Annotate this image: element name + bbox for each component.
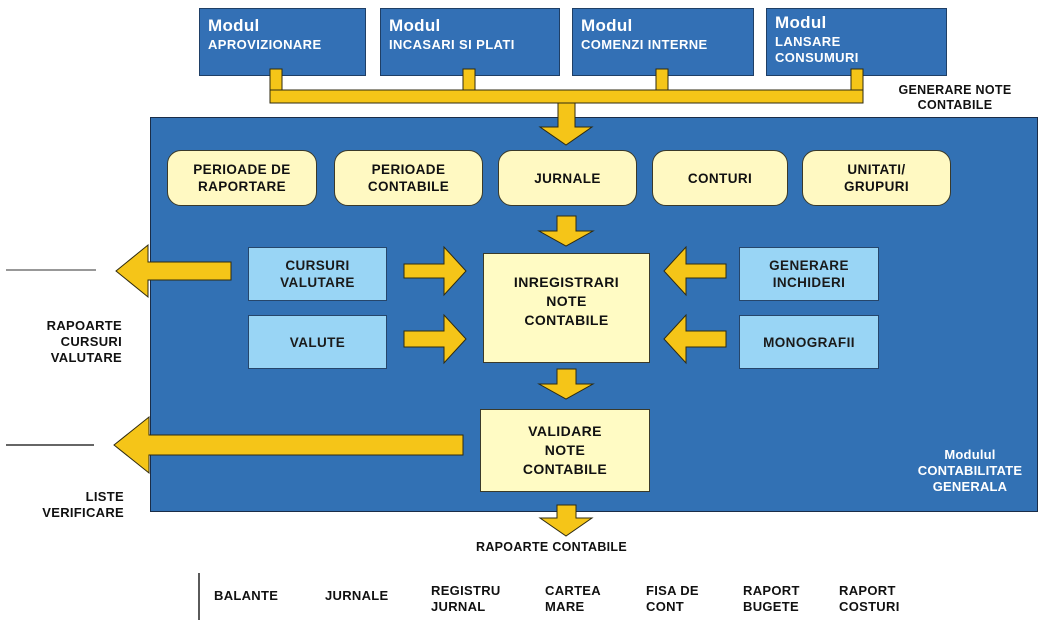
config-unitati-grupuri[interactable]: UNITATI/ GRUPURI bbox=[802, 150, 951, 206]
generare-note-contabile-label: GENERARE NOTE CONTABILE bbox=[898, 83, 1012, 112]
liste-verificare-label: LISTE VERIFICARE bbox=[42, 489, 124, 520]
modulul-contabilitate-generala-label: Modulul CONTABILITATE GENERALA bbox=[917, 447, 1023, 494]
module-aprovizionare[interactable]: Modul APROVIZIONARE bbox=[199, 8, 366, 76]
arrow-down-to-inregistrari bbox=[537, 215, 595, 247]
module-name: APROVIZIONARE bbox=[208, 37, 322, 52]
module-name: LANSARE CONSUMURI bbox=[775, 34, 859, 65]
report-balante[interactable]: BALANTE bbox=[214, 588, 279, 603]
module-title: Modul bbox=[208, 16, 260, 35]
report-raport-costuri[interactable]: RAPORT COSTURI bbox=[839, 583, 900, 614]
arrow-down-rapoarte-contabile bbox=[538, 504, 594, 537]
input-valute[interactable]: VALUTE bbox=[248, 315, 387, 369]
config-jurnale[interactable]: JURNALE bbox=[498, 150, 637, 206]
rapoarte-cursuri-valutare-label: RAPOARTE CURSURI VALUTARE bbox=[46, 318, 122, 365]
arrow-down-to-validare bbox=[537, 368, 595, 400]
module-name: COMENZI INTERNE bbox=[581, 37, 708, 52]
inregistrari-note-contabile-box[interactable]: INREGISTRARI NOTE CONTABILE bbox=[483, 253, 650, 363]
connector-stub-aprovizionare bbox=[269, 68, 283, 92]
module-name: INCASARI SI PLATI bbox=[389, 37, 515, 52]
module-title: Modul bbox=[775, 13, 827, 32]
input-generare-inchideri[interactable]: GENERARE INCHIDERI bbox=[739, 247, 879, 301]
module-comenzi-interne[interactable]: Modul COMENZI INTERNE bbox=[572, 8, 754, 76]
module-incasari-si-plati[interactable]: Modul INCASARI SI PLATI bbox=[380, 8, 560, 76]
arrow-left-liste-verificare bbox=[113, 415, 464, 475]
arrow-down-into-panel bbox=[538, 102, 594, 146]
report-registru-jurnal[interactable]: REGISTRU JURNAL bbox=[431, 583, 501, 614]
connector-stub-lansare bbox=[850, 68, 864, 92]
rapoarte-contabile-label: RAPOARTE CONTABILE bbox=[476, 540, 627, 554]
module-title: Modul bbox=[581, 16, 633, 35]
connector-stub-incasari bbox=[462, 68, 476, 92]
report-fisa-de-cont[interactable]: FISA DE CONT bbox=[646, 583, 699, 614]
arrow-right-valute bbox=[403, 313, 467, 365]
arrow-left-monografii bbox=[663, 313, 727, 365]
report-raport-bugete[interactable]: RAPORT BUGETE bbox=[743, 583, 800, 614]
connector-bus-bar bbox=[269, 89, 864, 104]
validare-note-contabile-box[interactable]: VALIDARE NOTE CONTABILE bbox=[480, 409, 650, 492]
config-perioade-contabile[interactable]: PERIOADE CONTABILE bbox=[334, 150, 483, 206]
report-cartea-mare[interactable]: CARTEA MARE bbox=[545, 583, 601, 614]
arrow-left-generare-inchideri bbox=[663, 245, 727, 297]
module-lansare-consumuri[interactable]: Modul LANSARE CONSUMURI bbox=[766, 8, 947, 76]
input-monografii[interactable]: MONOGRAFII bbox=[739, 315, 879, 369]
report-jurnale[interactable]: JURNALE bbox=[325, 588, 389, 603]
arrow-left-rapoarte-cursuri bbox=[115, 243, 232, 299]
connector-stub-comenzi bbox=[655, 68, 669, 92]
input-cursuri-valutare[interactable]: CURSURI VALUTARE bbox=[248, 247, 387, 301]
arrow-right-cursuri bbox=[403, 245, 467, 297]
module-title: Modul bbox=[389, 16, 441, 35]
config-conturi[interactable]: CONTURI bbox=[652, 150, 788, 206]
config-perioade-raportare[interactable]: PERIOADE DE RAPORTARE bbox=[167, 150, 317, 206]
